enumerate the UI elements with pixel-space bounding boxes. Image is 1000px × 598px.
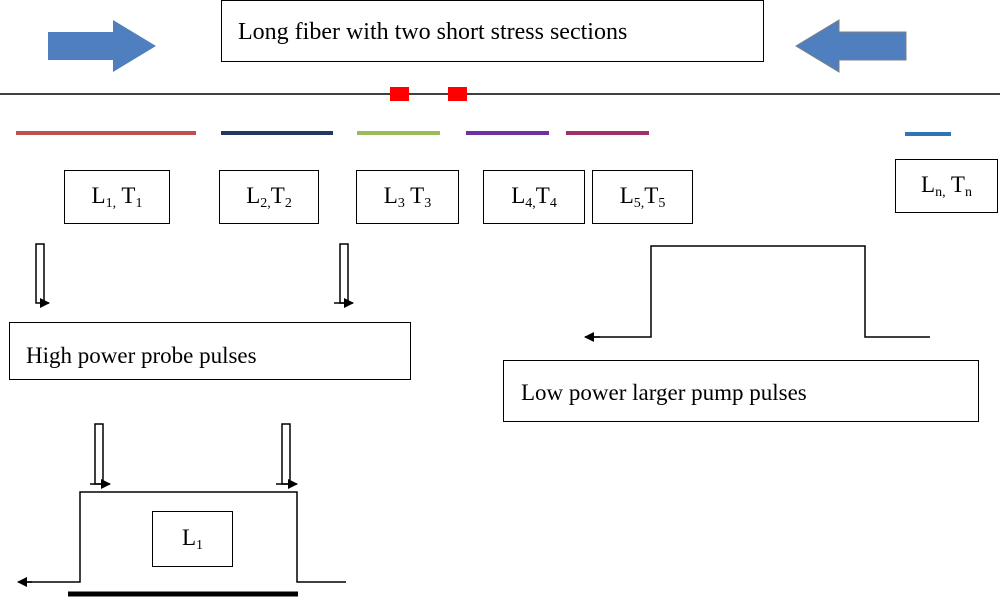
title-box: Long fiber with two short stress section… <box>221 0 764 62</box>
stress-section-2 <box>448 87 467 101</box>
label-box-L1-bottom: L1 <box>152 511 233 567</box>
stress-section-1 <box>390 87 409 101</box>
label-text: L1, T1 <box>91 182 143 211</box>
pump-pulses-label: Low power larger pump pulses <box>521 380 807 405</box>
label-box-L3-T3: L3 T3 <box>356 170 459 224</box>
right-direction-arrow <box>795 19 907 73</box>
probe-pulses-box: High power probe pulses <box>9 322 411 380</box>
label-box-Ln-Tn: Ln, Tn <box>895 159 998 213</box>
label-text: Ln, Tn <box>921 171 972 200</box>
probe-pulse-marker-4 <box>276 423 298 489</box>
label-text: L5,T5 <box>619 182 666 211</box>
pump-pulses-box: Low power larger pump pulses <box>503 360 979 422</box>
bottom-pulse-waveform <box>26 491 346 583</box>
probe-pulse-marker-3 <box>90 423 111 489</box>
label-box-L4-T4: L4,T4 <box>483 170 585 224</box>
label-text: L2,T2 <box>246 182 292 211</box>
probe-pulses-label: High power probe pulses <box>26 343 257 368</box>
probe-pulse-marker-1 <box>35 243 50 308</box>
probe-pulse-marker-2 <box>334 243 354 308</box>
label-text: L4,T4 <box>511 182 557 211</box>
label-box-L1-T1: L1, T1 <box>64 170 170 224</box>
left-direction-arrow <box>48 20 156 72</box>
label-box-L5-T5: L5,T5 <box>592 170 693 224</box>
title-text: Long fiber with two short stress section… <box>238 19 628 45</box>
label-box-L2-T2: L2,T2 <box>219 170 319 224</box>
label-text: L3 T3 <box>383 182 432 211</box>
label-text: L1 <box>181 524 204 553</box>
pump-pulse-waveform <box>593 245 930 338</box>
